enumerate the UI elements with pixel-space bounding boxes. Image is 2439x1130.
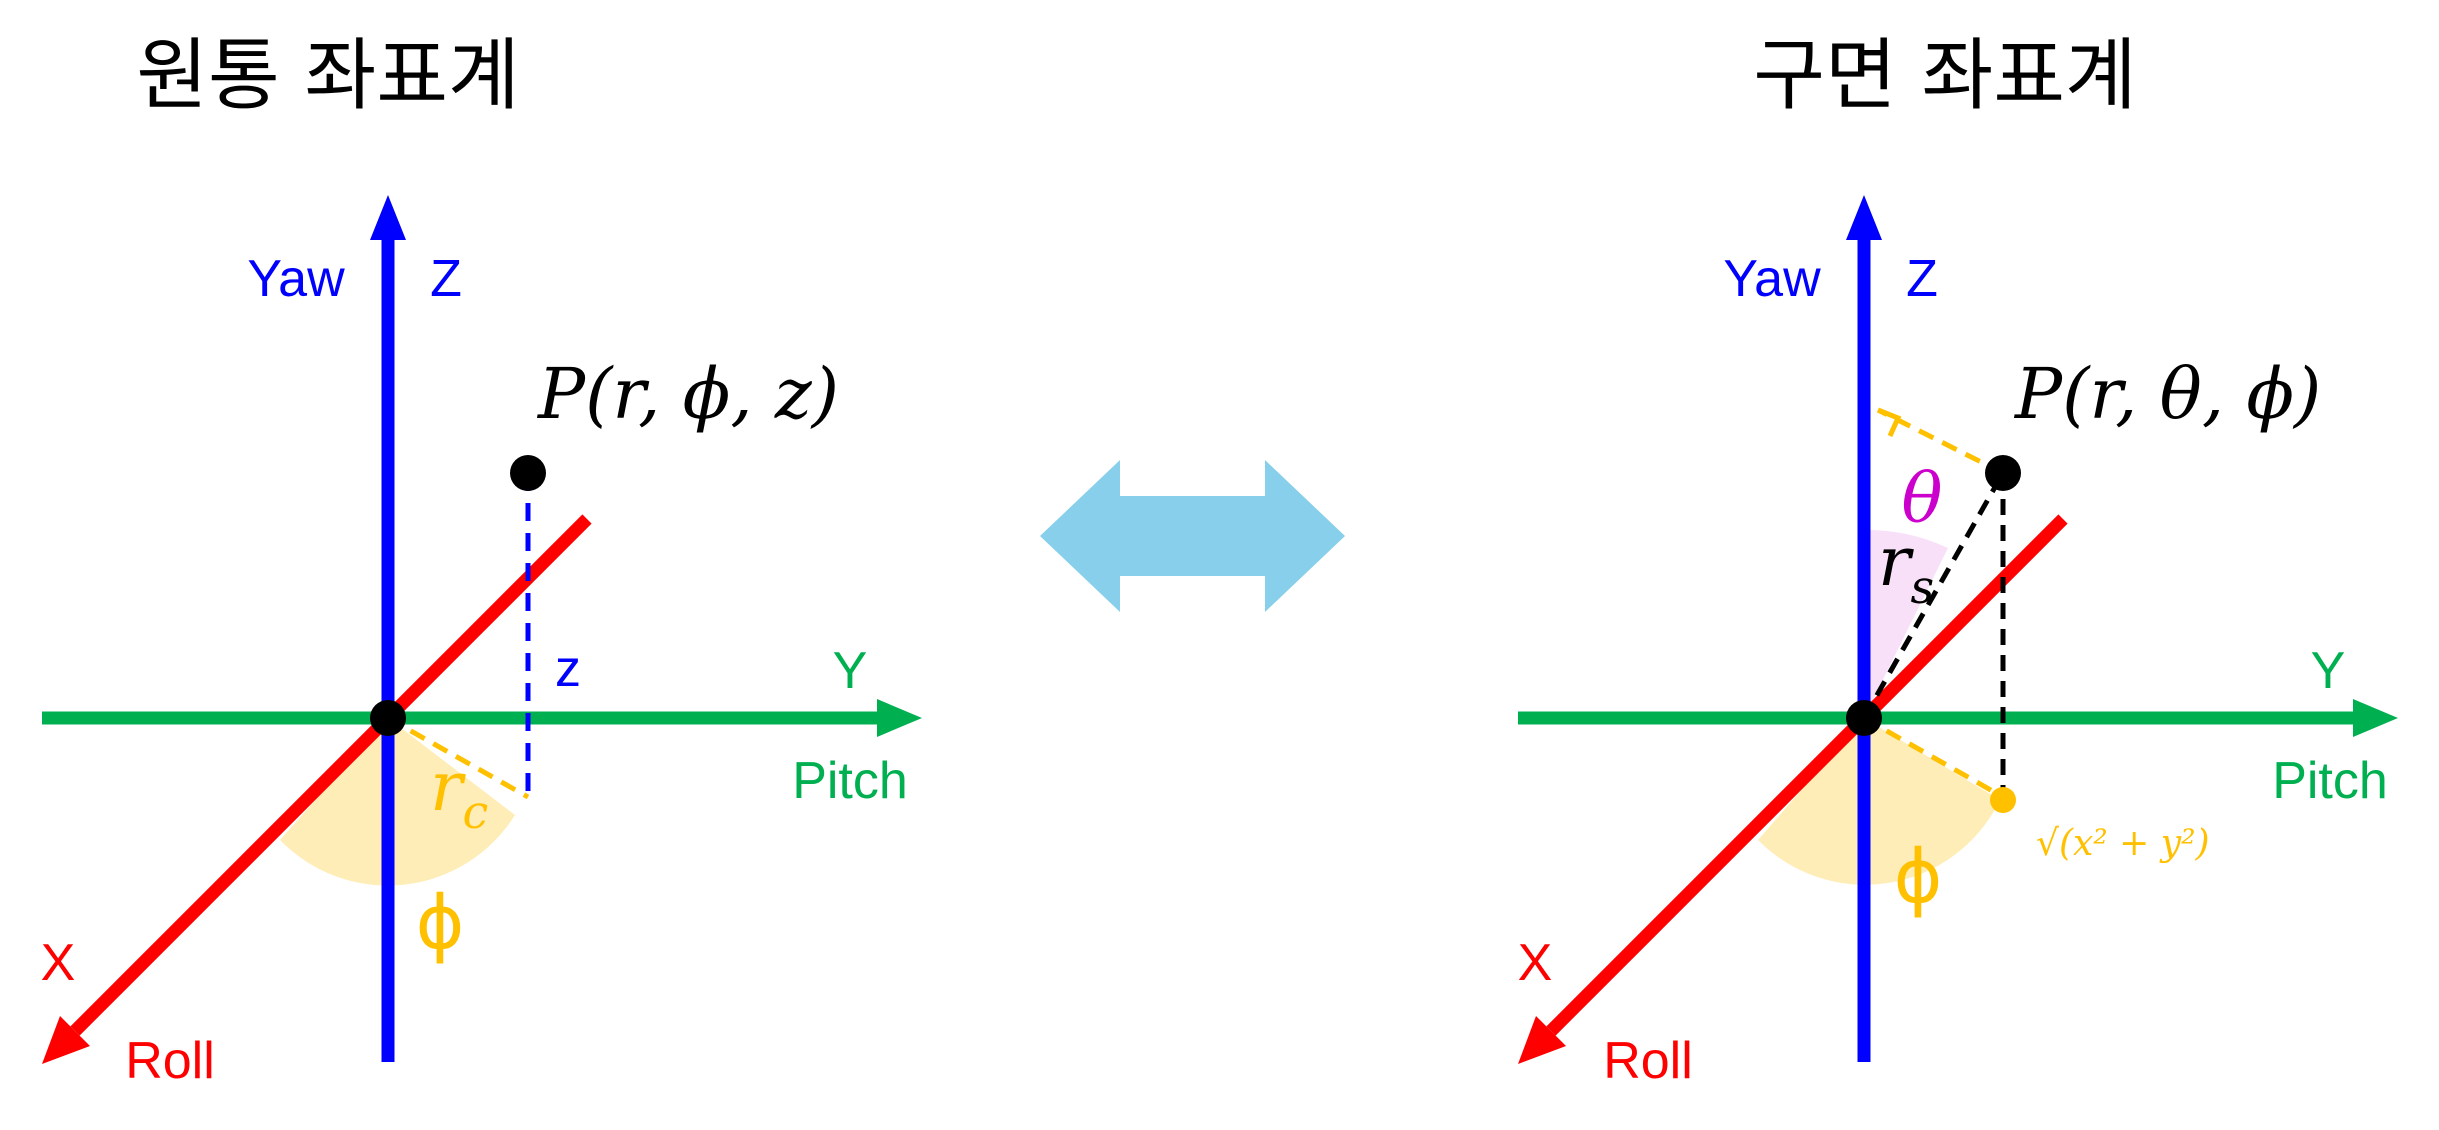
sph-projection-label: √(x² + y²) [2036, 823, 2210, 864]
cyl-point-label: P(r, ϕ, z) [536, 353, 839, 435]
cyl-yaw-label: Yaw [247, 250, 345, 308]
cyl-phi-sector [280, 718, 515, 886]
cyl-pitch-label: Pitch [792, 752, 908, 810]
cyl-radius-label: rc [430, 748, 488, 839]
sph-radius-line [1861, 471, 2006, 720]
sph-point-label: P(r, θ, ϕ) [2013, 353, 2321, 435]
sph-point-p [1985, 455, 2021, 491]
cyl-y-axis-label: Y [833, 642, 868, 700]
sph-radius-label: rs [1878, 523, 1934, 614]
cyl-x-axis-label: X [41, 934, 76, 992]
cyl-roll-label: Roll [125, 1032, 215, 1090]
cyl-z-arrowhead [370, 195, 406, 240]
sph-y-axis-label: Y [2311, 642, 2346, 700]
cyl-radius-line [386, 715, 530, 800]
sph-projection-point [1990, 787, 2016, 813]
double-headed-arrow-icon [1040, 460, 1345, 612]
cyl-origin [370, 700, 406, 736]
cyl-x-arrowhead [42, 1016, 90, 1064]
sph-pitch-label: Pitch [2272, 752, 2388, 810]
cyl-point-p [510, 455, 546, 491]
sph-yaw-label: Yaw [1723, 250, 1821, 308]
cyl-phi-label: ϕ [416, 880, 465, 966]
sph-origin [1846, 700, 1882, 736]
sph-theta-label: θ [1902, 460, 1943, 539]
sph-z-axis-label: Z [1906, 250, 1938, 308]
sph-x-axis [1546, 514, 2068, 1036]
sph-roll-label: Roll [1603, 1032, 1693, 1090]
sph-phi-label: ϕ [1894, 834, 1943, 920]
cyl-y-arrowhead [877, 699, 922, 737]
sph-x-arrowhead [1518, 1016, 1566, 1064]
sph-xy-projection-line [1862, 715, 2005, 800]
sph-z-arrowhead [1846, 195, 1882, 240]
sph-right-angle-marker [1877, 407, 1902, 438]
sph-phi-sector [1758, 718, 2000, 885]
cyl-x-axis [70, 514, 592, 1036]
sph-y-arrowhead [2353, 699, 2398, 737]
cyl-z-measure-label: z [555, 640, 581, 698]
sph-theta-sector [1864, 529, 1948, 718]
spherical-title: 구면 좌표계 [1753, 31, 2137, 121]
spherical-panel: 구면 좌표계 P(r, θ, ϕ) Yaw Z Y P [1518, 31, 2398, 1090]
sph-x-axis-label: X [1518, 934, 1553, 992]
cylindrical-panel: 원통 좌표계 P(r, ϕ, z) Yaw Z Y Pitch X Roll z… [41, 31, 922, 1090]
cyl-z-axis-label: Z [430, 250, 462, 308]
cylindrical-title: 원통 좌표계 [136, 31, 520, 121]
